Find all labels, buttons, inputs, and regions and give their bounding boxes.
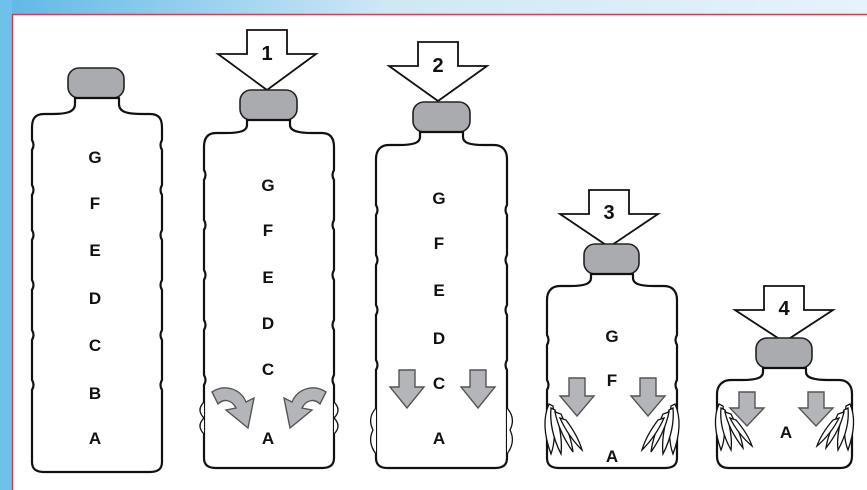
bottle-cap (67, 67, 125, 99)
down-arrow-right (629, 377, 667, 418)
step-number-4: 4 (778, 298, 790, 320)
fold-right (506, 407, 514, 455)
section-label-g: G (88, 148, 101, 167)
crushed-folds-left (544, 403, 584, 457)
bottle-cap (412, 101, 471, 133)
bottle-cap (239, 89, 298, 121)
section-label-a: A (780, 423, 792, 442)
section-label-g: G (605, 327, 618, 346)
section-label-a: A (89, 429, 101, 448)
bottle-body (30, 96, 164, 474)
bottle-step-1: 1 G F E D C A (199, 29, 339, 470)
bottle-body (715, 366, 854, 470)
section-label-e: E (262, 268, 273, 287)
background-left-band (0, 0, 12, 490)
crushed-folds-right (815, 403, 855, 453)
bottle-step-4: 4 A (714, 285, 855, 470)
down-arrow-left (558, 377, 596, 418)
step-number-2: 2 (432, 55, 443, 77)
down-arrow-right (797, 391, 835, 428)
section-label-g: G (261, 176, 274, 195)
fold-right (333, 401, 339, 435)
press-arrow-1 (215, 29, 319, 92)
down-arrow-right (459, 369, 497, 410)
section-label-f: F (263, 221, 273, 240)
background-top-band (0, 0, 867, 14)
crushed-folds-right (640, 403, 680, 457)
curved-arrow-right (283, 387, 327, 430)
bottle-step-3: 3 G F A (544, 189, 680, 470)
section-label-b: B (89, 384, 101, 403)
curved-arrow-left (211, 387, 255, 430)
section-label-a: A (433, 429, 445, 448)
bottle-step-2: 2 G F E D C A (369, 41, 514, 470)
down-arrow-left (728, 391, 766, 428)
bottle-body (374, 130, 509, 470)
section-label-c: C (433, 374, 445, 393)
step-number-3: 3 (603, 202, 614, 224)
section-label-d: D (433, 329, 445, 348)
fold-left (369, 407, 377, 455)
section-label-g: G (432, 189, 445, 208)
section-label-f: F (434, 234, 444, 253)
fold-left (199, 401, 205, 435)
section-label-d: D (262, 314, 274, 333)
section-label-d: D (89, 289, 101, 308)
crushed-folds-left (714, 403, 754, 453)
section-label-c: C (89, 336, 101, 355)
section-label-f: F (90, 194, 100, 213)
down-arrow-left (388, 369, 426, 410)
press-arrow-3 (557, 189, 661, 249)
section-label-f: F (607, 371, 617, 390)
bottle-body (545, 272, 679, 470)
press-arrow-4 (731, 285, 837, 344)
section-label-a: A (262, 429, 274, 448)
section-label-e: E (89, 241, 100, 260)
section-label-e: E (433, 281, 444, 300)
section-label-c: C (262, 360, 274, 379)
bottle-cap (755, 337, 813, 369)
bottle-body (202, 118, 336, 470)
section-label-a: A (606, 447, 618, 466)
step-number-1: 1 (261, 43, 272, 65)
bottle-intact: G F E D C B A (30, 67, 164, 474)
bottle-cap (583, 243, 640, 275)
press-arrow-2 (386, 41, 490, 103)
